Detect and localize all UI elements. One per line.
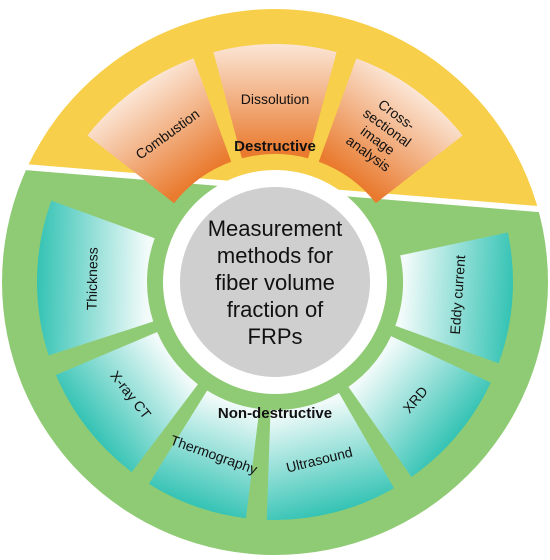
- non-destructive-segment-x-ray-ct: [55, 332, 198, 473]
- non-destructive-segment-thickness: [36, 200, 155, 356]
- non-destructive-segment-xrd: [348, 336, 491, 477]
- non-destructive-segment-ultrasound: [266, 392, 394, 521]
- destructive-label: Destructive: [234, 138, 316, 155]
- non-destructive-label-thickness: Thickness: [83, 247, 100, 310]
- destructive-label-dissolution: Dissolution: [241, 91, 309, 107]
- destructive-segment-combustion: [87, 58, 232, 204]
- non-destructive-segment-eddy-current: [395, 232, 514, 364]
- non-destructive-label: Non-destructive: [218, 405, 332, 422]
- center-circle: [180, 187, 370, 377]
- non-destructive-label-eddy-current: Eddy current: [447, 255, 469, 335]
- destructive-segment-dissolution: [213, 44, 337, 159]
- non-destructive-segment-thermography: [148, 390, 260, 519]
- destructive-segment-cross-sectional-image-analysis: [318, 58, 463, 204]
